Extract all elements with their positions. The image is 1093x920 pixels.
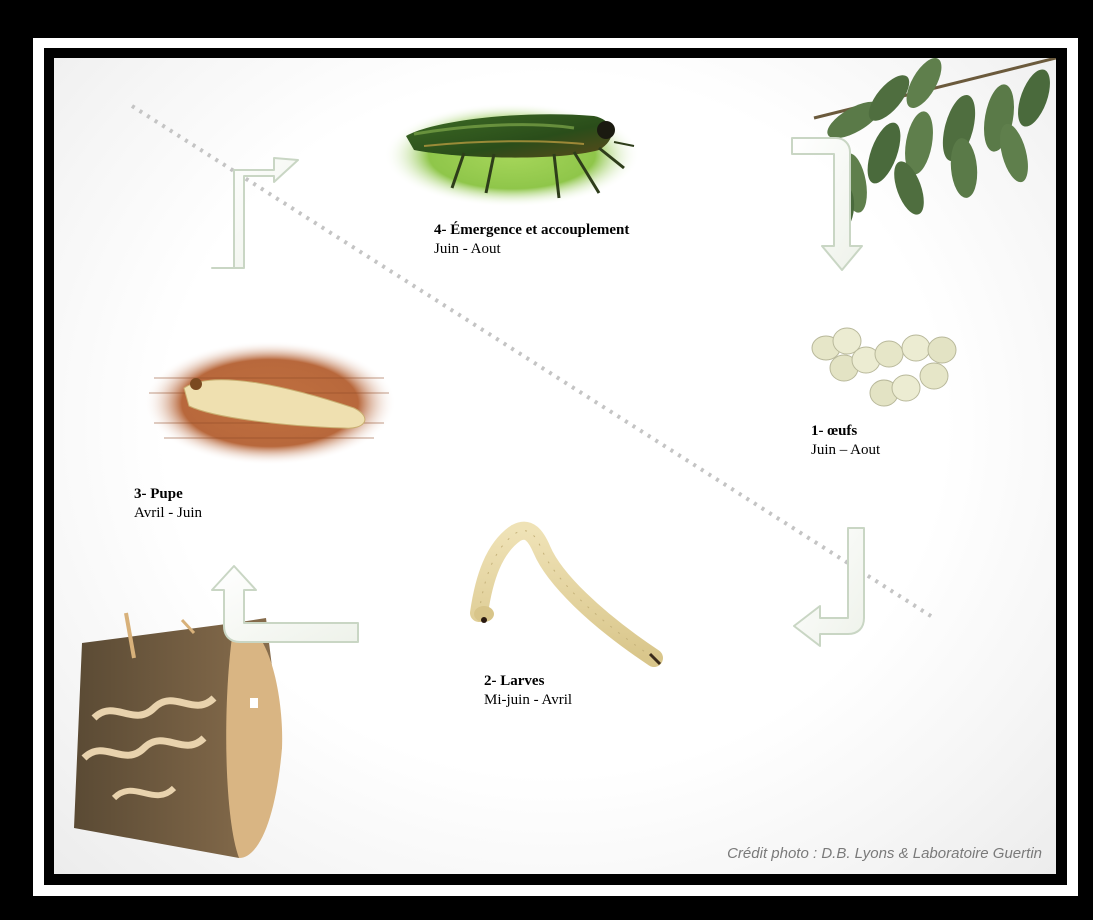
stage-2-label: 2- Larves Mi-juin - Avril xyxy=(484,672,572,710)
arrow-larvae-to-pupa xyxy=(212,566,358,642)
diagram-graphics xyxy=(54,58,1056,874)
stage-2-period: Mi-juin - Avril xyxy=(484,691,572,710)
stage-1-title: 1- œufs xyxy=(811,422,880,441)
stage-1-label: 1- œufs Juin – Aout xyxy=(811,422,880,460)
stage-4-period: Juin - Aout xyxy=(434,240,629,259)
larva-image xyxy=(474,531,660,664)
eggs-image xyxy=(812,328,956,406)
stage-4-title: 4- Émergence et accouplement xyxy=(434,221,629,240)
photo-credit: Crédit photo : D.B. Lyons & Laboratoire … xyxy=(727,845,1042,862)
ash-log-galleries-image xyxy=(74,613,282,858)
stage-3-title: 3- Pupe xyxy=(134,485,202,504)
stage-3-label: 3- Pupe Avril - Juin xyxy=(134,485,202,523)
emerald-ash-borer-adult-image xyxy=(384,103,640,207)
life-cycle-panel: 4- Émergence et accouplement Juin - Aout… xyxy=(54,58,1056,874)
stage-1-period: Juin – Aout xyxy=(811,441,880,460)
stage-3-period: Avril - Juin xyxy=(134,504,202,523)
pupa-image xyxy=(144,341,396,465)
arrow-pupa-to-adult xyxy=(212,158,298,268)
arrow-eggs-to-larvae xyxy=(794,528,864,646)
stage-2-title: 2- Larves xyxy=(484,672,572,691)
stage-4-label: 4- Émergence et accouplement Juin - Aout xyxy=(434,221,629,259)
